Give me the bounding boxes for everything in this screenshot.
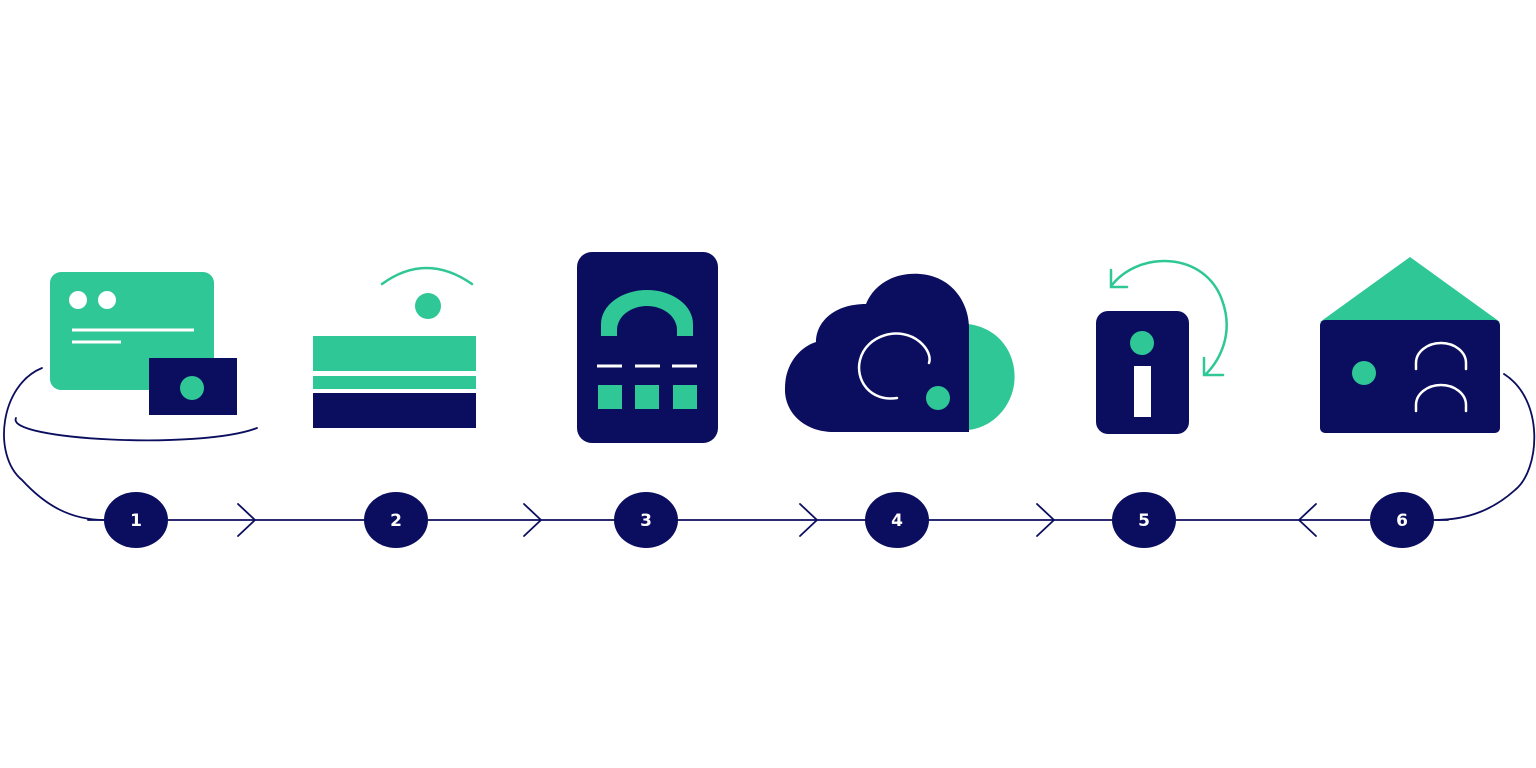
badge-circle bbox=[104, 492, 168, 548]
info-bar bbox=[1134, 366, 1151, 417]
key-button bbox=[673, 385, 697, 409]
step-badge-4: 4 bbox=[865, 492, 929, 548]
envelope-flap bbox=[1320, 257, 1500, 322]
cash-coin bbox=[180, 376, 204, 400]
step-number-6: 6 bbox=[1396, 511, 1408, 531]
step-badge-3: 3 bbox=[614, 492, 678, 548]
flow-track bbox=[3, 367, 1536, 537]
card-stripe-middle bbox=[313, 376, 476, 389]
step-number-5: 5 bbox=[1138, 511, 1150, 531]
processing-ring bbox=[857, 332, 931, 400]
terminal-arch bbox=[601, 290, 693, 336]
step-badge-5: 5 bbox=[1112, 492, 1176, 548]
right-loop-curve bbox=[1434, 373, 1536, 521]
card-stripe-bottom bbox=[313, 393, 476, 428]
left-loop-curve bbox=[3, 367, 106, 521]
step-badge-1: 1 bbox=[104, 492, 168, 548]
swoosh-line bbox=[15, 417, 258, 442]
cloud-shadow bbox=[968, 324, 1015, 430]
signal-arc bbox=[380, 266, 474, 286]
pos-terminal-keypad-icon bbox=[577, 252, 718, 443]
cloud-body bbox=[784, 273, 969, 432]
step-number-4: 4 bbox=[891, 511, 903, 531]
payment-card-with-cash-icon bbox=[15, 272, 258, 442]
badge-circle bbox=[865, 492, 929, 548]
step-number-1: 1 bbox=[130, 511, 142, 531]
terminal-body bbox=[577, 252, 718, 443]
info-refresh-icon bbox=[1096, 259, 1228, 434]
envelope-dot bbox=[1352, 361, 1376, 385]
card-dot bbox=[98, 291, 116, 309]
arrow-chevron-1 bbox=[237, 503, 256, 537]
step-number-3: 3 bbox=[640, 511, 652, 531]
info-dot bbox=[1130, 331, 1154, 355]
cloud-dot bbox=[926, 386, 950, 410]
signal-dot bbox=[415, 293, 441, 319]
badge-circle bbox=[364, 492, 428, 548]
step-number-2: 2 bbox=[390, 511, 402, 531]
refresh-arrow-bottom bbox=[1202, 356, 1225, 377]
badge-circle bbox=[614, 492, 678, 548]
envelope-arch bbox=[1414, 341, 1468, 371]
arrow-chevron-4 bbox=[1036, 503, 1055, 537]
badge-circle bbox=[1370, 492, 1434, 548]
step-badge-6: 6 bbox=[1370, 492, 1434, 548]
key-button bbox=[635, 385, 659, 409]
bank-card-stack-icon bbox=[313, 266, 476, 428]
refresh-arc bbox=[1110, 259, 1228, 376]
key-button bbox=[598, 385, 622, 409]
badge-circle bbox=[1112, 492, 1176, 548]
refresh-arrow-top bbox=[1109, 268, 1129, 289]
card-stripe-top bbox=[313, 336, 476, 371]
card-dot bbox=[69, 291, 87, 309]
envelope-arch bbox=[1414, 383, 1468, 413]
cloud-processing-icon bbox=[784, 273, 1015, 432]
arrow-chevron-2 bbox=[523, 503, 542, 537]
envelope-body bbox=[1320, 320, 1500, 433]
arrow-chevron-5-reverse bbox=[1298, 503, 1317, 537]
arrow-chevron-3 bbox=[799, 503, 818, 537]
step-badge-2: 2 bbox=[364, 492, 428, 548]
envelope-confirmation-icon bbox=[1320, 257, 1500, 433]
